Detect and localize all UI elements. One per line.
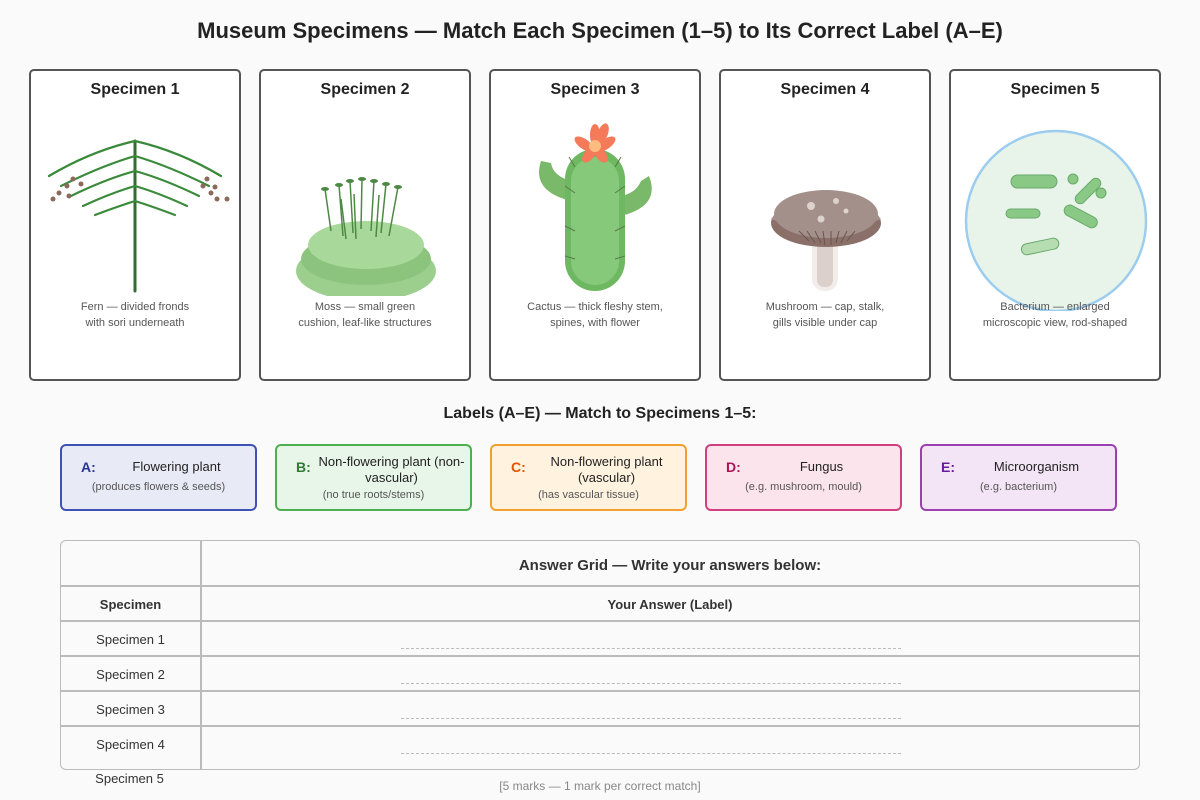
specimen-caption: Cactus — thick fleshy stem,spines, with … xyxy=(527,301,663,329)
fern-icon xyxy=(47,139,230,293)
specimen-card-3[interactable]: Specimen 3 Cactus — thick xyxy=(489,69,701,381)
row-label: Specimen 1 xyxy=(96,632,165,647)
specimen-title: Specimen 3 xyxy=(550,81,640,98)
row-label: Specimen 4 xyxy=(96,737,165,752)
moss-icon xyxy=(296,177,436,296)
answer-field[interactable] xyxy=(401,648,901,649)
grid-divider xyxy=(61,620,1139,622)
label-name: Microorganism xyxy=(993,459,1080,474)
grid-divider xyxy=(61,690,1139,692)
marks-note: [5 marks — 1 mark per correct match] xyxy=(499,779,701,793)
grid-divider xyxy=(61,725,1139,727)
column-header-answer: Your Answer (Label) xyxy=(607,597,733,612)
grid-divider xyxy=(61,585,1139,587)
label-name: Fungus xyxy=(799,459,844,474)
grid-divider xyxy=(61,655,1139,657)
column-header-specimen: Specimen xyxy=(99,597,162,612)
answer-field[interactable] xyxy=(401,753,901,754)
label-note: (no true roots/stems) xyxy=(322,489,425,501)
label-letter: C: xyxy=(511,459,526,475)
specimen-caption: Mushroom — cap, stalk,gills visible unde… xyxy=(765,301,885,329)
specimen-title: Specimen 1 xyxy=(90,81,180,98)
label-b[interactable]: B: Non-flowering plant (non-vascular) (n… xyxy=(275,444,472,511)
labels-heading: Labels (A–E) — Match to Specimens 1–5: xyxy=(443,405,757,422)
specimen-card-4[interactable]: Specimen 4 Mushroom — cap, stalk,gills v… xyxy=(719,69,931,381)
label-note: (e.g. bacterium) xyxy=(979,481,1058,493)
specimen-cards: Specimen 1 Fern xyxy=(29,69,1161,381)
answer-field[interactable] xyxy=(401,683,901,684)
label-name: Non-flowering plant (vascular) xyxy=(550,454,663,485)
label-name: Non-flowering plant (non-vascular) xyxy=(318,454,465,485)
label-letter: A: xyxy=(81,459,96,475)
label-letter: E: xyxy=(941,459,955,475)
label-d[interactable]: D: Fungus (e.g. mushroom, mould) xyxy=(705,444,902,511)
specimen-card-1[interactable]: Specimen 1 Fern xyxy=(29,69,241,381)
answer-grid-title: Answer Grid — Write your answers below: xyxy=(518,557,822,574)
label-note: (e.g. mushroom, mould) xyxy=(745,481,862,493)
row-label: Specimen 5 xyxy=(95,771,164,786)
specimen-title: Specimen 5 xyxy=(1010,81,1100,98)
row-label: Specimen 2 xyxy=(96,667,165,682)
label-name: Flowering plant xyxy=(132,459,221,474)
label-note: (produces flowers & seeds) xyxy=(91,481,226,493)
label-a[interactable]: A: Flowering plant (produces flowers & s… xyxy=(60,444,257,511)
bacteria-icon xyxy=(964,129,1148,311)
row-label: Specimen 3 xyxy=(96,702,165,717)
label-note: (has vascular tissue) xyxy=(538,489,639,501)
mushroom-icon xyxy=(771,190,881,291)
label-e[interactable]: E: Microorganism (e.g. bacterium) xyxy=(920,444,1117,511)
label-letter: B: xyxy=(296,459,311,475)
specimen-title: Specimen 2 xyxy=(320,81,410,98)
page-title: Museum Specimens — Match Each Specimen (… xyxy=(197,18,1003,43)
label-letter: D: xyxy=(726,459,741,475)
cactus-icon xyxy=(539,123,652,291)
answer-field[interactable] xyxy=(401,718,901,719)
label-c[interactable]: C: Non-flowering plant (vascular) (has v… xyxy=(490,444,687,511)
answer-grid: Answer Grid — Write your answers below: … xyxy=(60,540,1140,770)
specimen-title: Specimen 4 xyxy=(780,81,870,98)
